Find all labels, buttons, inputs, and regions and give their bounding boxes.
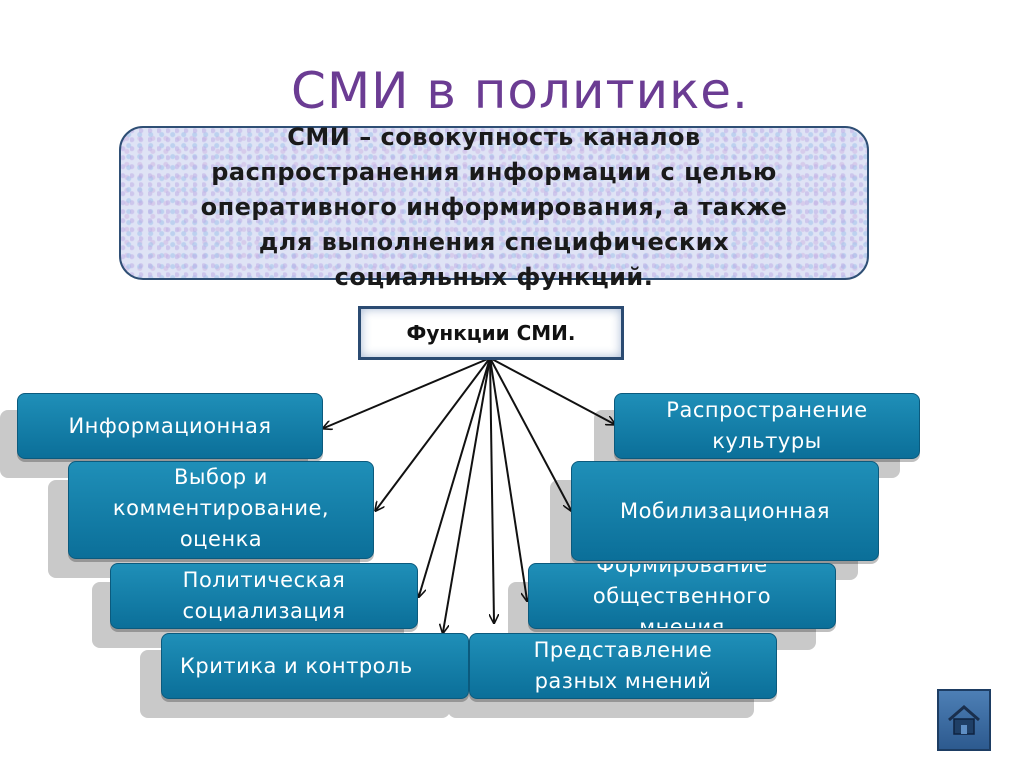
node-mobilization[interactable]: Мобилизационная (571, 461, 879, 561)
node-political-socialization[interactable]: Политическая социализация (110, 563, 418, 629)
page-title: СМИ в политике. (291, 62, 749, 120)
definition-text: СМИ – совокупность каналов распространен… (200, 123, 788, 291)
arrow-to-center (490, 357, 494, 622)
home-button[interactable] (937, 689, 991, 751)
arrow-to-mobilization (489, 357, 571, 510)
functions-root-box: Функции СМИ. (358, 306, 624, 360)
arrow-to-selection (376, 357, 491, 510)
node-selection[interactable]: Выбор и комментирование, оценка информац… (68, 461, 374, 559)
node-informational[interactable]: Информационная (17, 393, 323, 459)
node-public-opinion[interactable]: Формирование общественного мнения (528, 563, 836, 629)
node-criticism-label: Критика и контроль (180, 653, 413, 678)
node-political-socialization-label: Политическая социализация (182, 568, 346, 623)
node-selection-label: Выбор и комментирование, оценка информац… (112, 465, 330, 551)
arrow-to-criticism (443, 357, 491, 632)
definition-box (119, 126, 869, 280)
node-informational-label: Информационная (68, 413, 272, 438)
node-opinions[interactable]: Представление разных мнений (469, 633, 777, 699)
node-opinions-label: Представление разных мнений (533, 638, 713, 693)
node-criticism[interactable]: Критика и контроль (161, 633, 469, 699)
arrow-to-opinions (489, 357, 527, 600)
node-culture-label: Распространение культуры (666, 398, 868, 453)
home-icon (948, 705, 980, 735)
arrow-to-informational (324, 357, 491, 428)
node-public-opinion-label: Формирование общественного мнения (592, 563, 772, 629)
node-culture[interactable]: Распространение культуры (614, 393, 920, 459)
node-mobilization-label: Мобилизационная (620, 498, 830, 523)
arrow-to-culture (489, 357, 614, 424)
arrow-to-political-socialization (419, 357, 491, 596)
